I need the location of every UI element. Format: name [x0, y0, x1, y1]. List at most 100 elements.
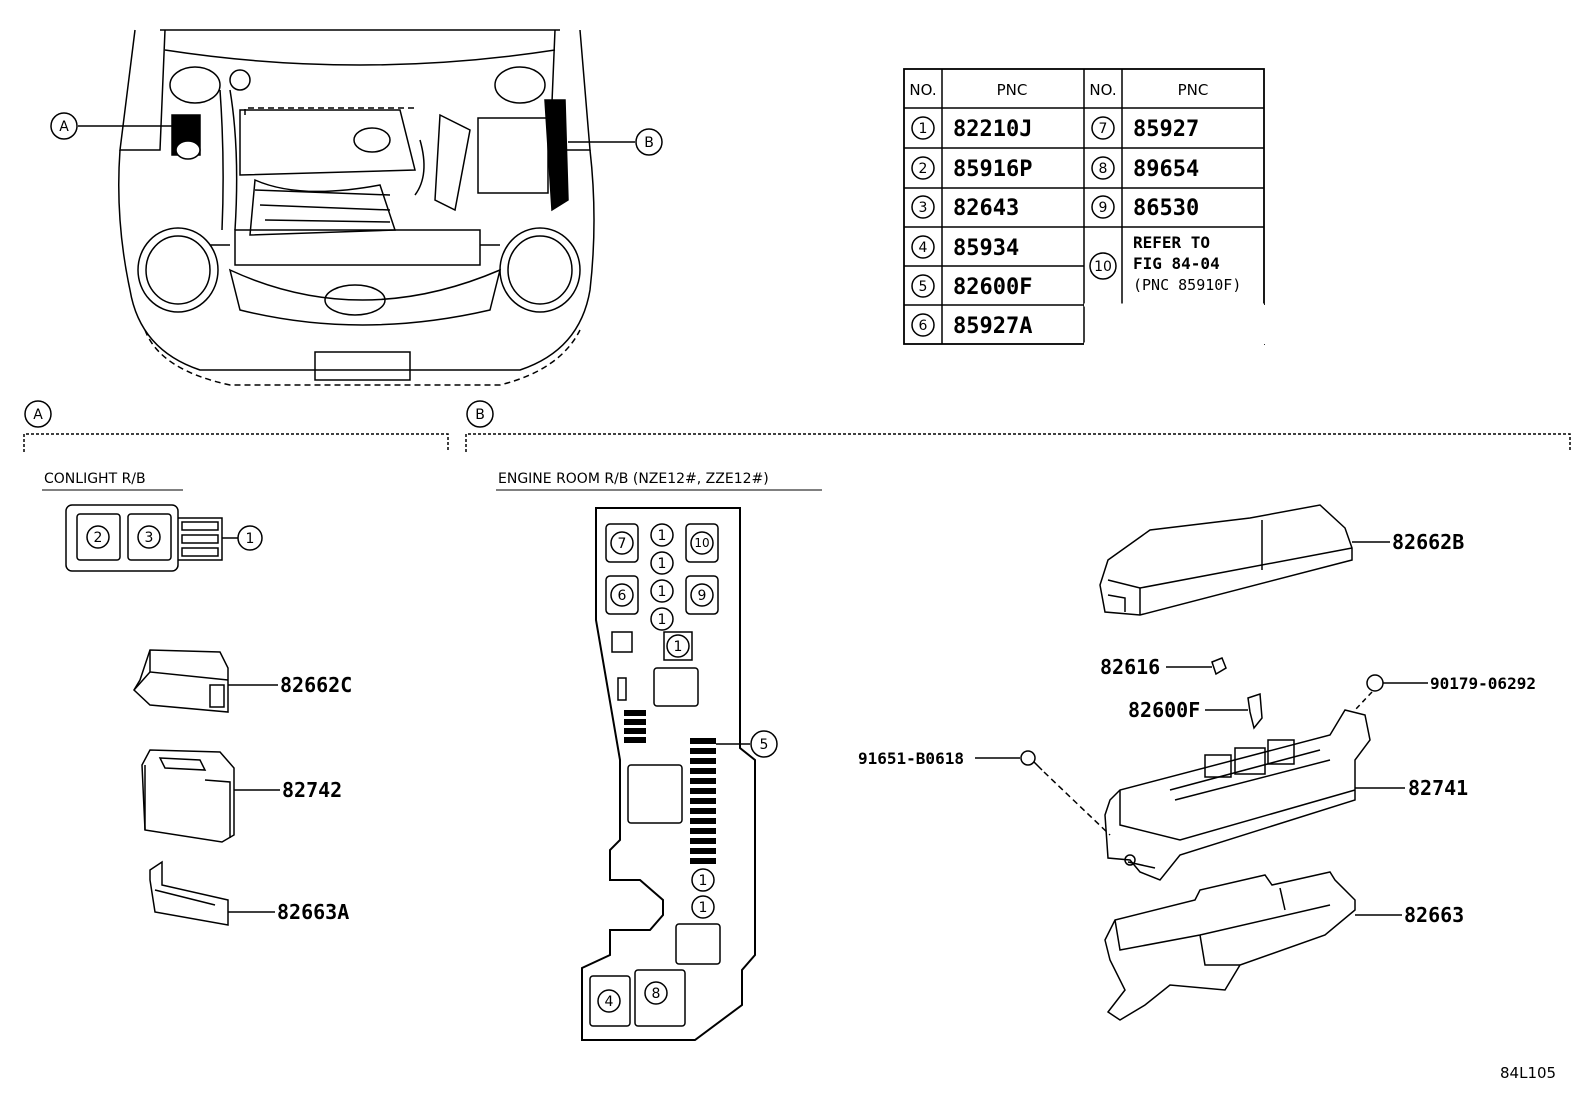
- er-block-number: 6: [610, 583, 634, 607]
- svg-text:1: 1: [246, 531, 255, 547]
- svg-text:1: 1: [658, 612, 667, 628]
- er-block-number: 1: [650, 579, 674, 603]
- conlight-relay-block: [65, 504, 238, 572]
- table-row: 1 82210J: [911, 116, 1032, 142]
- nut-90179-drawing: [1354, 674, 1428, 711]
- svg-text:6: 6: [919, 318, 928, 334]
- conlight-block-number: 2: [86, 525, 110, 549]
- svg-text:6: 6: [618, 588, 627, 604]
- svg-text:4: 4: [605, 994, 614, 1010]
- table-header-no-right: NO.: [1089, 81, 1116, 99]
- svg-text:85934: 85934: [953, 236, 1019, 261]
- upper-cover-82662b-drawing: [1099, 504, 1390, 616]
- section-a-title: CONLIGHT R/B: [44, 471, 146, 487]
- er-block-number: 1: [691, 895, 715, 919]
- table-row: 3 82643: [911, 195, 1019, 221]
- pnc-table: [903, 68, 1266, 346]
- conlight-block-number: 1: [237, 525, 263, 551]
- part-label-82662c: 82662C: [280, 673, 352, 697]
- svg-text:7: 7: [618, 536, 627, 552]
- block-82742-drawing: [141, 749, 280, 843]
- relay-box-82741-drawing: [1104, 709, 1405, 881]
- svg-text:4: 4: [919, 240, 928, 256]
- svg-text:82600F: 82600F: [953, 275, 1032, 300]
- callout-a-top: A: [50, 112, 78, 140]
- svg-text:1: 1: [699, 900, 708, 916]
- part-label-82663: 82663: [1404, 903, 1464, 927]
- svg-text:REFER TO: REFER TO: [1133, 233, 1210, 252]
- svg-text:B: B: [644, 135, 654, 151]
- part-label-91651-b0618: 91651-B0618: [858, 749, 964, 768]
- part-label-82741: 82741: [1408, 776, 1468, 800]
- table-row: 2 85916P: [911, 156, 1032, 182]
- er-block-number: 1: [691, 868, 715, 892]
- svg-text:86530: 86530: [1133, 196, 1199, 221]
- svg-text:8: 8: [652, 986, 661, 1002]
- table-header-pnc-right: PNC: [1178, 81, 1209, 99]
- svg-text:3: 3: [919, 200, 928, 216]
- er-block-number: 1: [650, 607, 674, 631]
- svg-text:89654: 89654: [1133, 157, 1199, 182]
- svg-text:85916P: 85916P: [953, 157, 1032, 182]
- section-b-title: ENGINE ROOM R/B (NZE12#, ZZE12#): [498, 471, 769, 487]
- svg-text:2: 2: [919, 161, 928, 177]
- svg-text:7: 7: [1099, 121, 1108, 137]
- callout-b-top: B: [635, 128, 663, 156]
- er-block-number: 7: [610, 531, 634, 555]
- svg-text:1: 1: [658, 528, 667, 544]
- svg-text:A: A: [33, 407, 43, 423]
- table-row: 9 86530: [1091, 195, 1199, 221]
- er-block-number: 1: [650, 523, 674, 547]
- svg-text:1: 1: [674, 639, 683, 655]
- bolt-91651-drawing: [975, 750, 1111, 836]
- svg-text:2: 2: [94, 530, 103, 546]
- svg-text:1: 1: [699, 873, 708, 889]
- svg-text:85927: 85927: [1133, 117, 1199, 142]
- table-header-no-left: NO.: [909, 81, 936, 99]
- svg-text:FIG 84-04: FIG 84-04: [1133, 254, 1220, 273]
- svg-text:3: 3: [145, 530, 154, 546]
- part-label-82662b: 82662B: [1392, 530, 1464, 554]
- cover-82662c-drawing: [133, 649, 278, 713]
- svg-text:A: A: [59, 119, 69, 135]
- part-label-82663a: 82663A: [277, 900, 349, 924]
- er-block-number: 1: [650, 551, 674, 575]
- svg-text:82210J: 82210J: [953, 117, 1032, 142]
- section-b-bracket: B: [465, 400, 1571, 452]
- lower-cover-82663a-drawing: [149, 860, 275, 926]
- svg-text:8: 8: [1099, 161, 1108, 177]
- svg-text:10: 10: [694, 536, 709, 550]
- svg-text:5: 5: [760, 737, 769, 753]
- figure-id: 84L105: [1500, 1064, 1556, 1082]
- svg-text:9: 9: [1099, 200, 1108, 216]
- engine-room-relay-block-layout: [581, 507, 756, 1041]
- table-row: 4 85934: [911, 235, 1019, 261]
- svg-text:10: 10: [1094, 259, 1112, 275]
- part-label-82616: 82616: [1100, 655, 1160, 679]
- svg-text:5: 5: [919, 279, 928, 295]
- section-a-bracket: A: [23, 400, 449, 452]
- er-block-number: 4: [597, 989, 621, 1013]
- svg-text:B: B: [475, 407, 485, 423]
- svg-text:85927A: 85927A: [953, 314, 1032, 339]
- svg-text:1: 1: [658, 584, 667, 600]
- part-label-82600f: 82600F: [1128, 698, 1200, 722]
- er-block-number: 1: [666, 634, 690, 658]
- svg-text:(PNC 85910F): (PNC 85910F): [1133, 276, 1241, 294]
- table-row: 10 REFER TO FIG 84-04 (PNC 85910F): [1089, 233, 1241, 294]
- table-row: 8 89654: [1091, 156, 1199, 182]
- svg-text:82643: 82643: [953, 196, 1019, 221]
- lower-case-82663-drawing: [1104, 871, 1402, 1021]
- table-header-pnc-left: PNC: [997, 81, 1028, 99]
- table-row: 5 82600F: [911, 274, 1032, 300]
- svg-text:1: 1: [658, 556, 667, 572]
- er-block-number: 10: [690, 531, 714, 555]
- svg-text:1: 1: [919, 121, 928, 137]
- table-row: 6 85927A: [911, 313, 1032, 339]
- clip-82616-drawing: [1166, 657, 1227, 676]
- part-label-82742: 82742: [282, 778, 342, 802]
- svg-text:9: 9: [698, 588, 707, 604]
- er-block-number: 5: [750, 730, 778, 758]
- er-block-number: 8: [644, 981, 668, 1005]
